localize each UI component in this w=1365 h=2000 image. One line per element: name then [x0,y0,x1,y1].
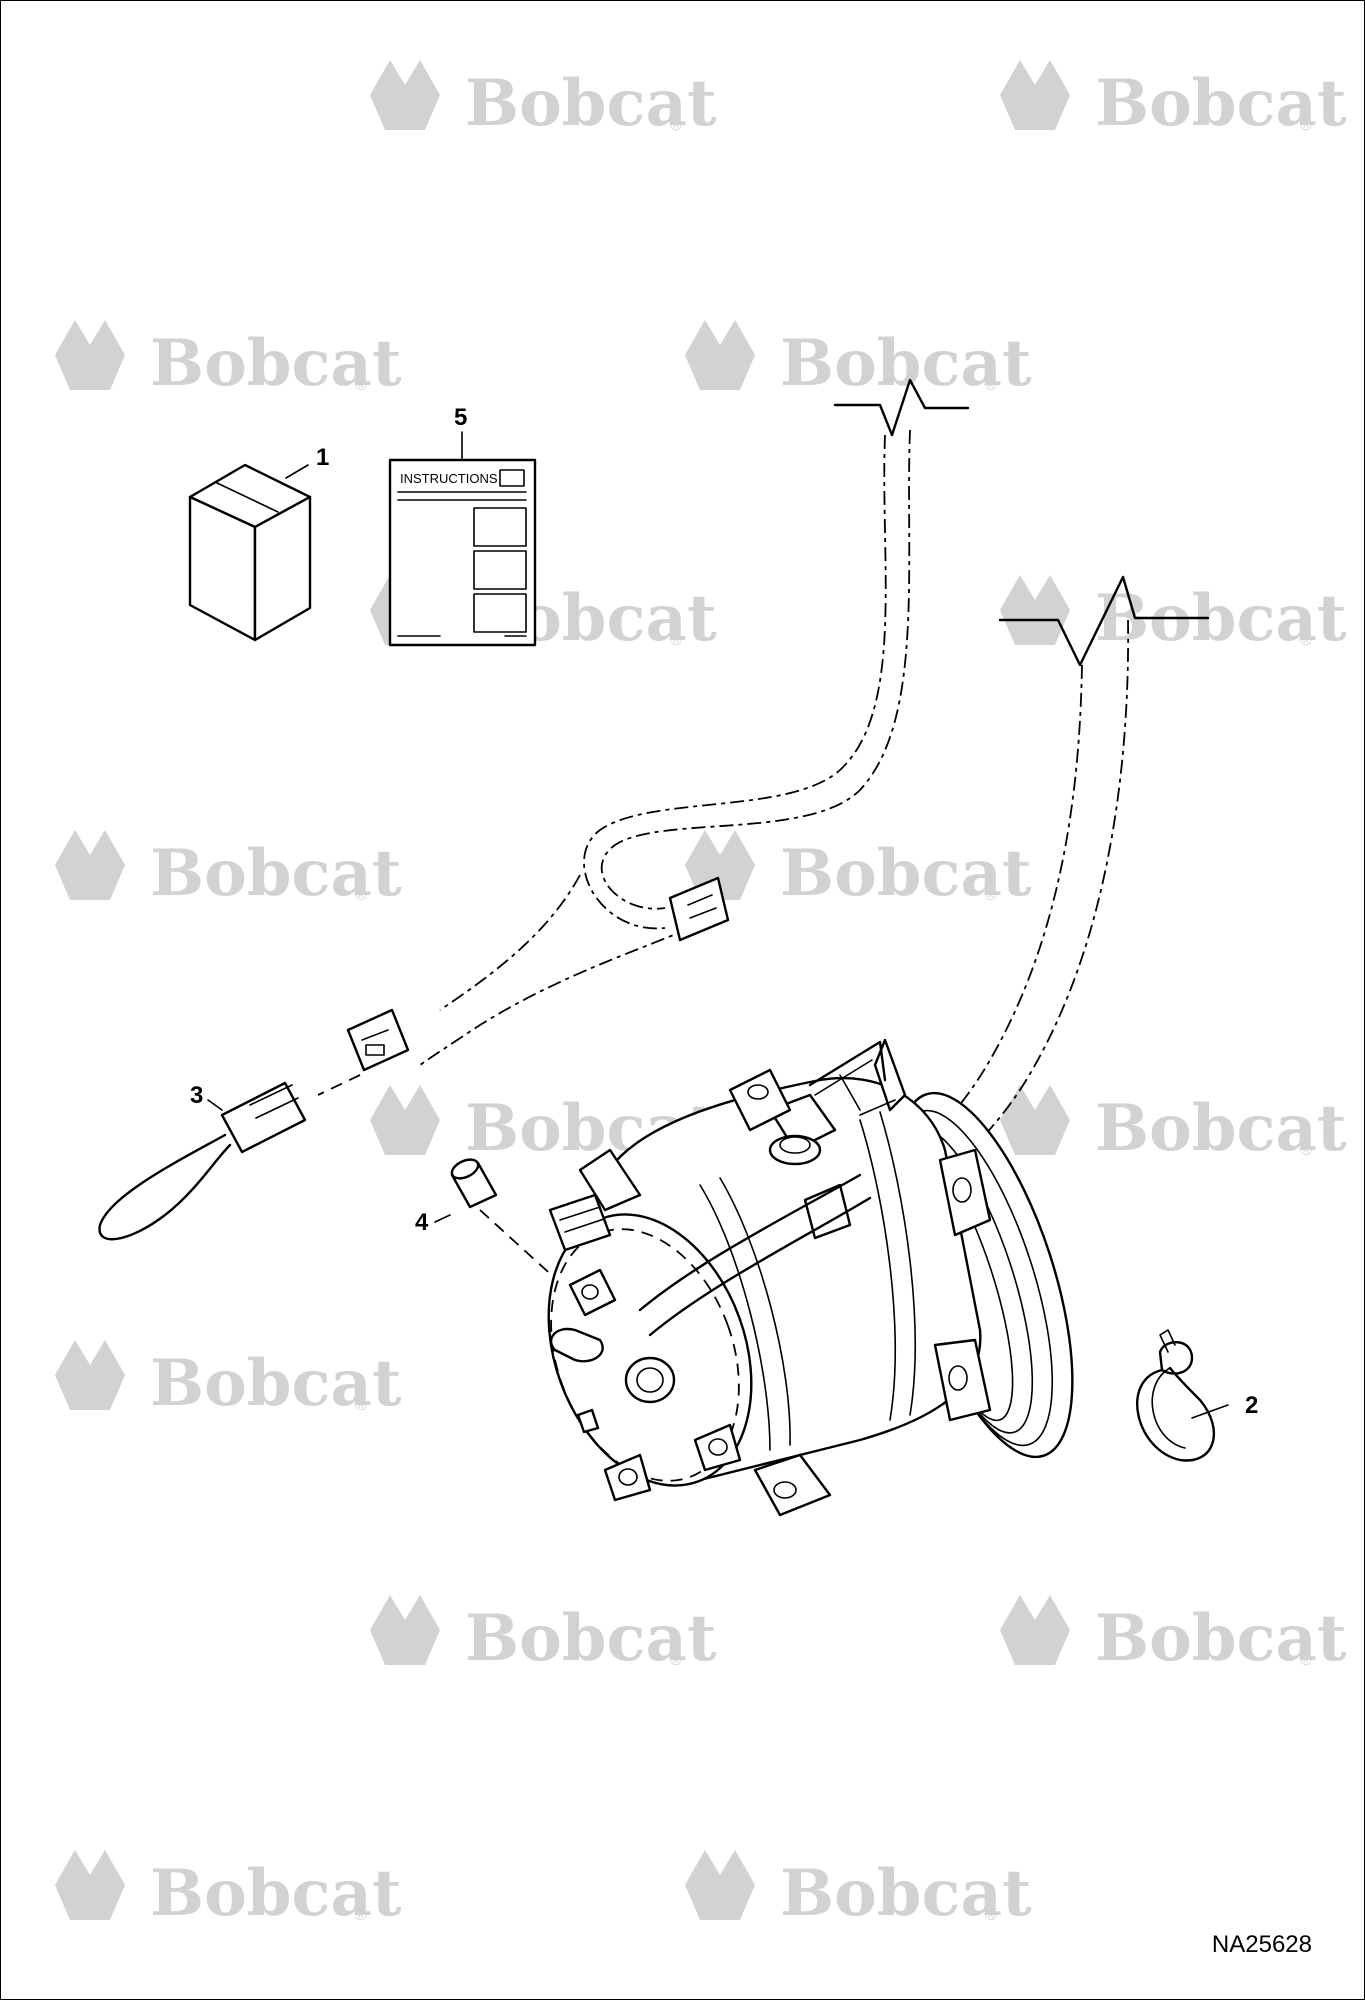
watermark-text: Bobcat [1095,1091,1347,1166]
callout-1: 1 [316,444,329,471]
watermark-logo: Bobcat ® [1000,1595,1347,1676]
part-1-box [188,463,312,642]
break-symbol-upper [833,378,970,437]
watermark-logo: Bobcat ® [55,830,402,911]
watermark-logo: Bobcat ® [1000,1085,1347,1166]
watermark-registered: ® [1300,1652,1312,1669]
watermark-text: Bobcat [150,1856,402,1931]
break-symbol-lower [998,575,1210,667]
watermark-logo: Bobcat ® [685,1850,1032,1931]
callout-5: 5 [454,404,467,431]
watermark-text: Bobcat [780,836,1032,911]
watermark-registered: ® [355,887,367,904]
callout-2: 2 [1245,1392,1258,1419]
watermark-registered: ® [985,887,997,904]
callout-4: 4 [415,1209,429,1236]
leader-line-3 [207,1099,223,1111]
watermark-registered: ® [1300,117,1312,134]
leader-line-4 [434,1214,451,1223]
watermark-registered: ® [355,377,367,394]
watermark-registered: ® [355,1907,367,1924]
watermark-text: Bobcat [465,66,717,141]
harness-connector-upper [668,876,730,942]
watermark-logo: Bobcat ® [370,60,717,141]
mating-line-3 [317,1074,361,1096]
watermark-registered: ® [985,377,997,394]
watermark-registered: ® [1300,632,1312,649]
watermark-logo: Bobcat ® [55,320,402,401]
phantom-harness [419,429,911,1066]
watermark-logo: Bobcat ® [1000,575,1347,656]
watermark-logo: Bobcat ® [55,1340,402,1421]
watermark-text: Bobcat [465,1601,717,1676]
callout-3: 3 [190,1082,203,1109]
watermark-logo: Bobcat ® [1000,60,1347,141]
watermark-logo: Bobcat ® [685,830,1032,911]
watermark-registered: ® [355,1397,367,1414]
watermark-registered: ® [1300,1142,1312,1159]
part-3-jumper-plug [98,1081,307,1241]
instructions-label: INSTRUCTIONS [400,471,498,486]
watermark-registered: ® [670,1652,682,1669]
part-5-instructions: INSTRUCTIONS [388,458,537,647]
part-2-cable-tie [1136,1329,1216,1462]
watermark-registered: ® [670,117,682,134]
watermark-logo: Bobcat ® [370,1595,717,1676]
watermark-registered: ® [670,632,682,649]
watermark-text: Bobcat [1095,1601,1347,1676]
watermark-logo: Bobcat ® [685,320,1032,401]
ac-compressor [547,1038,1074,1517]
harness-connector-lower [346,1008,410,1072]
watermark-grid: Bobcat ® Bobcat ® Bobcat ® Bobcat ® Bobc… [55,60,1347,1931]
leader-line-2 [1191,1404,1229,1419]
watermark-logo: Bobcat ® [55,1850,402,1931]
drawing-id: NA25628 [1212,1931,1312,1958]
watermark-text: Bobcat [150,836,402,911]
watermark-registered: ® [985,1907,997,1924]
watermark-text: Bobcat [150,1346,402,1421]
watermark-text: Bobcat [150,326,402,401]
watermark-text: Bobcat [780,1856,1032,1931]
part-4-cap [450,1158,498,1209]
watermark-text: Bobcat [1095,66,1347,141]
leader-line-1 [285,464,309,479]
